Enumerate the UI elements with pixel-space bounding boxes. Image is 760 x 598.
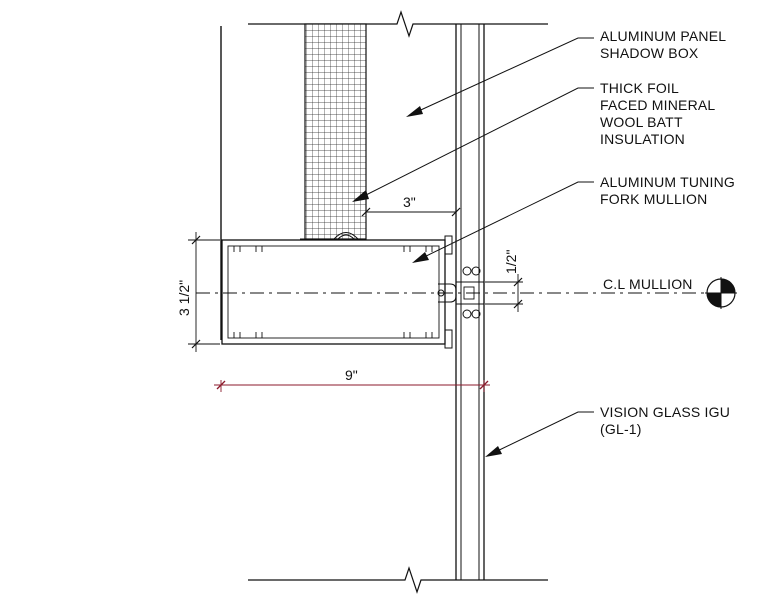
callout-shadow-box-line-1: ALUMINUM PANEL [600, 28, 726, 44]
callout-glass-line-1: VISION GLASS IGU [600, 404, 730, 420]
callout-shadow-box: ALUMINUM PANEL SHADOW BOX [600, 28, 730, 61]
mullion-profile [221, 235, 485, 349]
callout-insulation-line-4: INSULATION [600, 131, 685, 147]
callout-mullion-line-2: FORK MULLION [600, 191, 707, 207]
callout-glass: VISION GLASS IGU (GL-1) [600, 404, 734, 437]
callout-mullion-line-1: ALUMINUM TUNING [600, 174, 735, 190]
dimension-gap: 3" [361, 194, 461, 217]
callout-insulation-line-3: WOOL BATT [600, 114, 683, 130]
bottom-break-line [248, 566, 548, 594]
leader-mullion [412, 181, 594, 263]
callout-insulation-line-1: THICK FOIL [600, 80, 679, 96]
callout-mullion: ALUMINUM TUNING FORK MULLION [600, 174, 739, 207]
leader-insulation [352, 87, 594, 202]
dimension-width: 9" [214, 367, 490, 392]
centerline-label: C.L MULLION [603, 276, 693, 292]
callout-shadow-box-line-2: SHADOW BOX [600, 45, 699, 61]
dimension-half-inch: 1/2" [485, 250, 523, 312]
dimension-half-inch-text: 1/2" [503, 250, 519, 274]
top-break-line [248, 10, 548, 38]
insulation-batt [304, 23, 367, 240]
callout-insulation: THICK FOIL FACED MINERAL WOOL BATT INSUL… [600, 80, 719, 147]
vision-glass-igu [455, 24, 485, 580]
dimension-width-text: 9" [345, 367, 358, 383]
callout-glass-line-2: (GL-1) [600, 421, 642, 437]
callout-insulation-line-2: FACED MINERAL [600, 97, 715, 113]
dimension-depth-text: 3 1/2" [176, 280, 192, 316]
leader-shadow-box [406, 37, 594, 117]
leader-glass [485, 411, 594, 457]
insulation-clip [300, 232, 366, 240]
dimension-gap-text: 3" [403, 194, 416, 210]
dimension-depth: 3 1/2" [176, 232, 220, 352]
centerline-target-symbol [705, 277, 737, 309]
